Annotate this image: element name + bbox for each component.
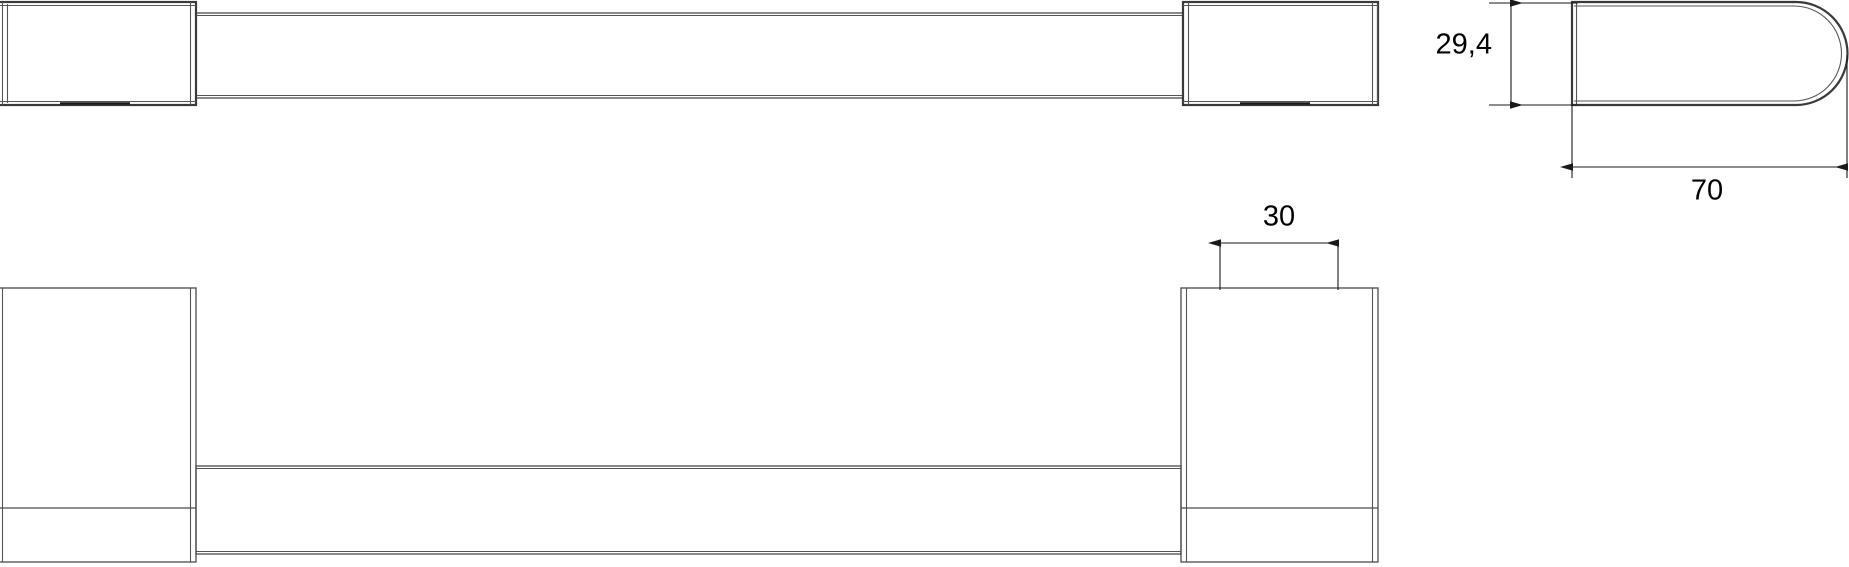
dimension-29-4: 29,4 [1436,0,1578,109]
side-view-inner-wall [1574,5,1843,102]
dimension-70-label: 70 [1691,175,1723,207]
top-view-right-block [1181,0,1380,107]
dimension-70: 70 [1559,55,1849,207]
dimension-30-label: 30 [1263,201,1295,233]
front-view-right-block [1180,287,1379,563]
front-view [0,287,1379,563]
dimension-30: 30 [1207,201,1340,290]
side-view [1570,0,1849,107]
top-view-left-block [0,0,198,107]
front-view-left-block [0,287,197,563]
side-view-outer-profile [1570,0,1849,107]
dimension-29-4-label: 29,4 [1436,29,1492,61]
top-view-connecting-bar [195,12,1184,99]
top-view [0,0,1380,107]
front-view-connecting-bar [195,465,1182,555]
